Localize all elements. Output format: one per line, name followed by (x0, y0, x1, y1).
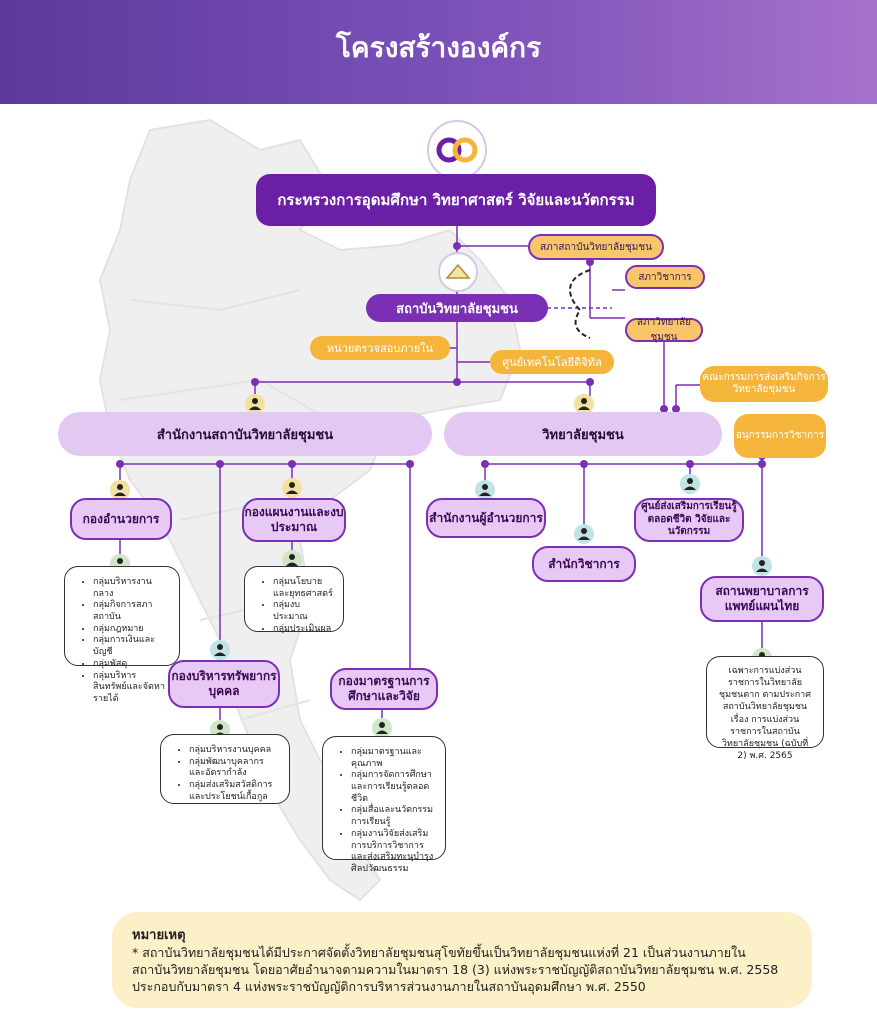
institute-label: สถาบันวิทยาลัยชุมชน (396, 301, 518, 317)
digital-center-label: ศูนย์เทคโนโลยีดิจิทัล (502, 356, 602, 369)
notice-line: * สถาบันวิทยาลัยชุมชนได้มีประกาศจัดตั้งว… (132, 945, 746, 960)
person-icon (574, 394, 594, 414)
institute-council-node: สภาสถาบันวิทยาลัยชุมชน (528, 234, 664, 260)
division-hr-list: กลุ่มบริหารงานบุคคล กลุ่มพัฒนาบุคลากรและ… (160, 734, 290, 804)
internal-audit-label: หน่วยตรวจสอบภายใน (326, 342, 434, 355)
internal-audit-node: หน่วยตรวจสอบภายใน (310, 336, 450, 360)
person-icon (210, 640, 230, 660)
academic-council-node: สภาวิชาการ (625, 265, 705, 289)
institute-node: สถาบันวิทยาลัยชุมชน (366, 294, 548, 322)
office-label: สำนักงานสถาบันวิทยาลัยชุมชน (156, 427, 334, 443)
division-hr-label: กองบริหารทรัพยากรบุคคล (171, 669, 277, 698)
ministry-logo (427, 120, 487, 180)
list-item: กลุ่มสื่อและนวัตกรรมการเรียนรู้ (351, 805, 435, 828)
person-icon (680, 474, 700, 494)
division-plan-node: กองแผนงานและงบประมาณ (242, 498, 346, 542)
hospital-note: เฉพาะการแบ่งส่วนราชการในวิทยาลัยชุมชนตาก… (706, 656, 824, 761)
college-council-label: สภาวิทยาลัยชุมชน (637, 317, 691, 343)
division-plan-list: กลุ่มนโยบายและยุทธศาสตร์ กลุ่มงบประมาณ ก… (244, 566, 344, 634)
page-header (0, 0, 877, 104)
division-hr-node: กองบริหารทรัพยากรบุคคล (168, 660, 280, 708)
division-standard-node: กองมาตรฐานการศึกษาและวิจัย (330, 668, 438, 710)
academic-office-label: สำนักวิชาการ (548, 556, 620, 571)
ministry-label: กระทรวงการอุดมศึกษา วิทยาศาสตร์ วิจัยและ… (277, 191, 635, 209)
hospital-node: สถานพยาบาลการแพทย์แผนไทย (700, 576, 824, 622)
academic-council-label: สภาวิชาการ (638, 271, 692, 283)
director-office-node: สำนักงานผู้อำนวยการ (426, 498, 546, 538)
person-icon (282, 478, 302, 498)
list-item: กลุ่มการจัดการศึกษาและการเรียนรู้ตลอดชีว… (351, 770, 435, 805)
list-item: กลุ่มมาตรฐานและคุณภาพ (351, 747, 435, 770)
list-item: กลุ่มนโยบายและยุทธศาสตร์ (273, 577, 333, 600)
person-icon (372, 718, 392, 738)
division-standard-list: กลุ่มมาตรฐานและคุณภาพ กลุ่มการจัดการศึกษ… (322, 736, 446, 874)
list-item: กลุ่มประเมินผล (273, 624, 333, 636)
ministry-node: กระทรวงการอุดมศึกษา วิทยาศาสตร์ วิจัยและ… (256, 174, 656, 226)
institute-council-label: สภาสถาบันวิทยาลัยชุมชน (540, 241, 652, 253)
notice-heading: หมายเหตุ (132, 928, 186, 943)
list-item: กลุ่มบริหารงานกลาง (93, 577, 169, 600)
director-office-label: สำนักงานผู้อำนวยการ (429, 510, 543, 525)
notice-line: สถาบันวิทยาลัยชุมชน โดยอาศัยอำนาจตามความ… (132, 961, 779, 977)
division-standard-label: กองมาตรฐานการศึกษาและวิจัย (338, 674, 430, 703)
person-icon (282, 550, 302, 570)
list-item: กลุ่มงานวิจัยส่งเสริมการบริการวิชาการและ… (351, 829, 435, 876)
digital-center-node: ศูนย์เทคโนโลยีดิจิทัล (490, 350, 614, 374)
institute-logo-icon (445, 263, 471, 279)
institute-logo (438, 252, 478, 292)
division-admin-list: กลุ่มบริหารงานกลาง กลุ่มกิจการสภาสถาบัน … (64, 566, 180, 704)
list-item: กลุ่มกิจการสภาสถาบัน (93, 600, 169, 623)
notice-line: ประกอบกับมาตรา 4 แห่งพระราชบัญญัติการบริ… (132, 978, 646, 994)
person-icon (574, 524, 594, 544)
logo-mark-icon (436, 137, 478, 163)
person-icon (110, 480, 130, 500)
list-item: กลุ่มพัฒนาบุคลากรและอัตรากำลัง (189, 757, 279, 780)
academic-office-node: สำนักวิชาการ (532, 546, 636, 582)
academic-subcommittee-label: อนุกรรมการวิชาการ (735, 430, 825, 441)
lifelong-center-label: ศูนย์ส่งเสริมการเรียนรู้ตลอดชีวิต วิจัยแ… (641, 501, 737, 538)
promotion-committee-label: คณะกรรมการส่งเสริมกิจการวิทยาลัยชุมชน (702, 372, 826, 395)
list-item: กลุ่มพัสดุ (93, 659, 169, 671)
list-item: กลุ่มบริหารงานบุคคล (189, 745, 279, 757)
lifelong-center-node: ศูนย์ส่งเสริมการเรียนรู้ตลอดชีวิต วิจัยแ… (634, 498, 744, 542)
office-node: สำนักงานสถาบันวิทยาลัยชุมชน (58, 412, 432, 456)
college-council-node: สภาวิทยาลัยชุมชน (625, 317, 703, 343)
person-icon (475, 480, 495, 500)
list-item: กลุ่มงบประมาณ (273, 600, 333, 623)
list-item: กลุ่มส่งเสริมสวัสดิการและประโยชน์เกื้อกู… (189, 780, 279, 803)
list-item: กลุ่มบริหารสินทรัพย์และจัดหารายได้ (93, 671, 169, 706)
division-admin-label: กองอำนวยการ (82, 511, 160, 526)
person-icon (752, 556, 772, 576)
hospital-label: สถานพยาบาลการแพทย์แผนไทย (715, 584, 809, 613)
list-item: กลุ่มกฎหมาย (93, 624, 169, 636)
header-shine (520, 0, 877, 104)
hospital-note-text: เฉพาะการแบ่งส่วนราชการในวิทยาลัยชุมชนตาก… (719, 666, 811, 761)
division-plan-label: กองแผนงานและงบประมาณ (244, 505, 344, 534)
notice-box: หมายเหตุ * สถาบันวิทยาลัยชุมชนได้มีประกา… (112, 912, 812, 1008)
list-item: กลุ่มการเงินและบัญชี (93, 635, 169, 658)
academic-subcommittee-node: อนุกรรมการวิชาการ (734, 414, 826, 458)
person-icon (245, 394, 265, 414)
promotion-committee-node: คณะกรรมการส่งเสริมกิจการวิทยาลัยชุมชน (700, 366, 828, 402)
page-title: โครงสร้างองค์กร (335, 31, 542, 64)
division-admin-node: กองอำนวยการ (70, 498, 172, 540)
college-node: วิทยาลัยชุมชน (444, 412, 722, 456)
college-label: วิทยาลัยชุมชน (542, 427, 624, 443)
